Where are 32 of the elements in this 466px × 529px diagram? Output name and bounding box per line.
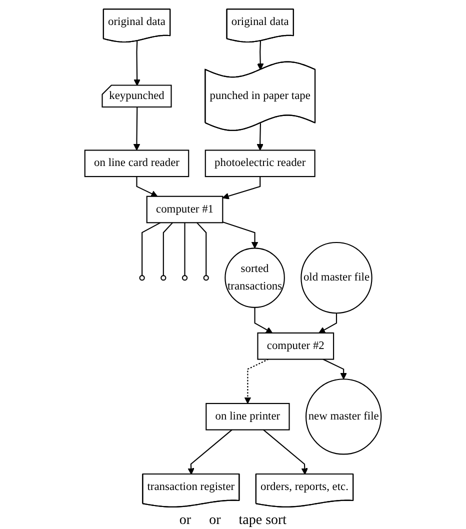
arrow [318, 313, 338, 334]
arrow [222, 176, 261, 200]
arrow [188, 429, 232, 475]
node-box: on line card reader [84, 150, 190, 178]
arrow [254, 307, 273, 334]
arrow [263, 429, 308, 475]
connector [184, 222, 186, 276]
connector [162, 222, 173, 276]
note-label: or [179, 513, 192, 529]
connector [142, 222, 161, 276]
arrow [134, 41, 140, 86]
node-circle: old master file [300, 242, 372, 314]
node-circle: new master file [306, 378, 382, 455]
node-circle [160, 275, 166, 281]
node-circle [182, 275, 188, 281]
note-label: tape sort [238, 513, 287, 529]
arrow [257, 41, 264, 70]
arrow [322, 358, 347, 380]
node-box: computer #2 [257, 332, 334, 360]
node-box: photoelectric reader [204, 150, 316, 178]
node-box: computer #1 [146, 196, 224, 224]
arrow [222, 222, 258, 249]
arrow [256, 123, 264, 151]
node-circle [139, 275, 145, 281]
node-box: on line printer [206, 402, 290, 430]
arrow [244, 358, 269, 404]
connector [196, 222, 207, 276]
node-circle [203, 275, 209, 281]
arrow [136, 176, 158, 197]
note-label: or [209, 513, 221, 529]
arrow [133, 107, 140, 151]
node-circle: sorted transactions [224, 248, 285, 308]
